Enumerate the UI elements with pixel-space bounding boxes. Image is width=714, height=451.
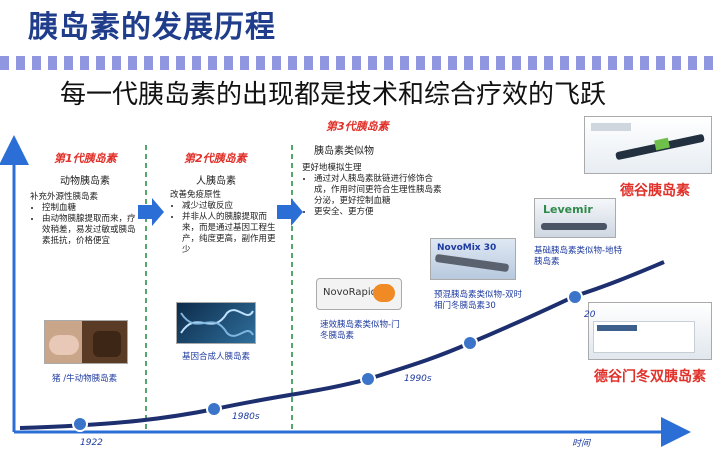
milestone-dot — [206, 401, 222, 417]
decorative-dash-bar — [0, 56, 714, 70]
novorapid-logo: NovoRapid — [316, 278, 402, 310]
x-axis-label: 时间 — [572, 439, 591, 449]
page-subtitle: 每一代胰岛素的出现都是技术和综合疗效的飞跃 — [60, 80, 607, 110]
levemir-label: Levemir — [543, 203, 593, 216]
milestone-dot — [72, 416, 88, 432]
gen2-title: 第2代胰岛素 — [184, 152, 247, 165]
gen1-lead: 补充外源性胰岛素 — [30, 192, 99, 202]
pen-shape — [434, 253, 510, 273]
animals-photo — [44, 320, 128, 364]
transition-arrowhead — [291, 198, 303, 226]
milestone3-caption: 速效胰岛素类似物-门冬胰岛素 — [320, 320, 400, 341]
gen3-name: 胰岛素类似物 — [314, 146, 374, 157]
transition-arrow — [138, 205, 152, 219]
novorapid-label: NovoRapid — [323, 287, 377, 298]
novomix-label: NovoMix 30 — [437, 243, 497, 253]
milestone-dot — [360, 371, 376, 387]
pig-shape — [49, 335, 79, 355]
gen3-bullet: 更安全、更方便 — [314, 207, 442, 218]
brand-degludec-aspart: 德谷门冬双胰岛素 — [594, 369, 706, 385]
milestone5-caption: 基础胰岛素类似物-地特胰岛素 — [534, 246, 623, 267]
gen2-bullet: 减少过敏反应 — [182, 201, 280, 212]
tick-20xx: 20 — [584, 310, 596, 320]
gen1-bullet: 由动物胰腺提取而来，疗效稍差，易发过敏或胰岛素抵抗，价格便宜 — [42, 214, 140, 247]
gen2-name: 人胰岛素 — [196, 176, 236, 187]
brand-degludec: 德谷胰岛素 — [620, 183, 690, 199]
milestone-dot — [462, 335, 478, 351]
gen3-bullet: 通过对人胰岛素肽链进行修饰合成，作用时间更符合生理性胰岛素分泌，更好控制血糖 — [314, 174, 442, 207]
gen1-title: 第1代胰岛素 — [54, 152, 117, 165]
milestone2-caption: 基因合成人胰岛素 — [182, 352, 251, 362]
pen-shape — [541, 223, 607, 230]
page-title: 胰岛素的发展历程 — [28, 10, 276, 45]
gen1-name: 动物胰岛素 — [60, 176, 110, 187]
gen3-title: 第3代胰岛素 — [326, 120, 389, 133]
cow-shape — [93, 331, 121, 357]
tick-1980s: 1980s — [232, 412, 260, 422]
gen3-lead: 更好地模拟生理 — [302, 163, 362, 173]
tick-1990s: 1990s — [404, 374, 432, 384]
box-label — [597, 325, 637, 331]
gen1-description: 补充外源性胰岛素 控制血糖 由动物胰腺提取而来，疗效稍差，易发过敏或胰岛素抵抗，… — [30, 192, 140, 247]
milestone1-caption: 猪 /牛动物胰岛素 — [52, 374, 118, 384]
orange-oval — [373, 284, 395, 302]
gen2-lead: 改善免疫原性 — [170, 190, 222, 200]
gen2-description: 改善免疫原性 减少过敏反应 并非从人的胰腺提取而来，而是通过基因工程生产，纯度更… — [170, 190, 280, 256]
gen2-bullet: 并非从人的胰腺提取而来，而是通过基因工程生产，纯度更高，副作用更少 — [182, 212, 280, 256]
transition-arrow — [277, 205, 291, 219]
milestone-dot — [567, 289, 583, 305]
novomix-pen-image: NovoMix 30 — [430, 238, 516, 280]
box-label — [591, 123, 631, 131]
gen1-bullet: 控制血糖 — [42, 203, 140, 214]
levemir-pen-image: Levemir — [534, 198, 616, 238]
transition-arrowhead — [152, 198, 164, 226]
degludec-aspart-box-image — [588, 302, 712, 360]
degludec-pen-image — [584, 116, 712, 174]
milestone4-caption: 预混胰岛素类似物-双时相门冬胰岛素30 — [434, 290, 523, 311]
dna-helix-icon — [180, 309, 254, 337]
dna-image — [176, 302, 256, 344]
gen3-description: 更好地模拟生理 通过对人胰岛素肽链进行修饰合成，作用时间更符合生理性胰岛素分泌，… — [302, 163, 442, 218]
tick-1922: 1922 — [80, 438, 103, 448]
